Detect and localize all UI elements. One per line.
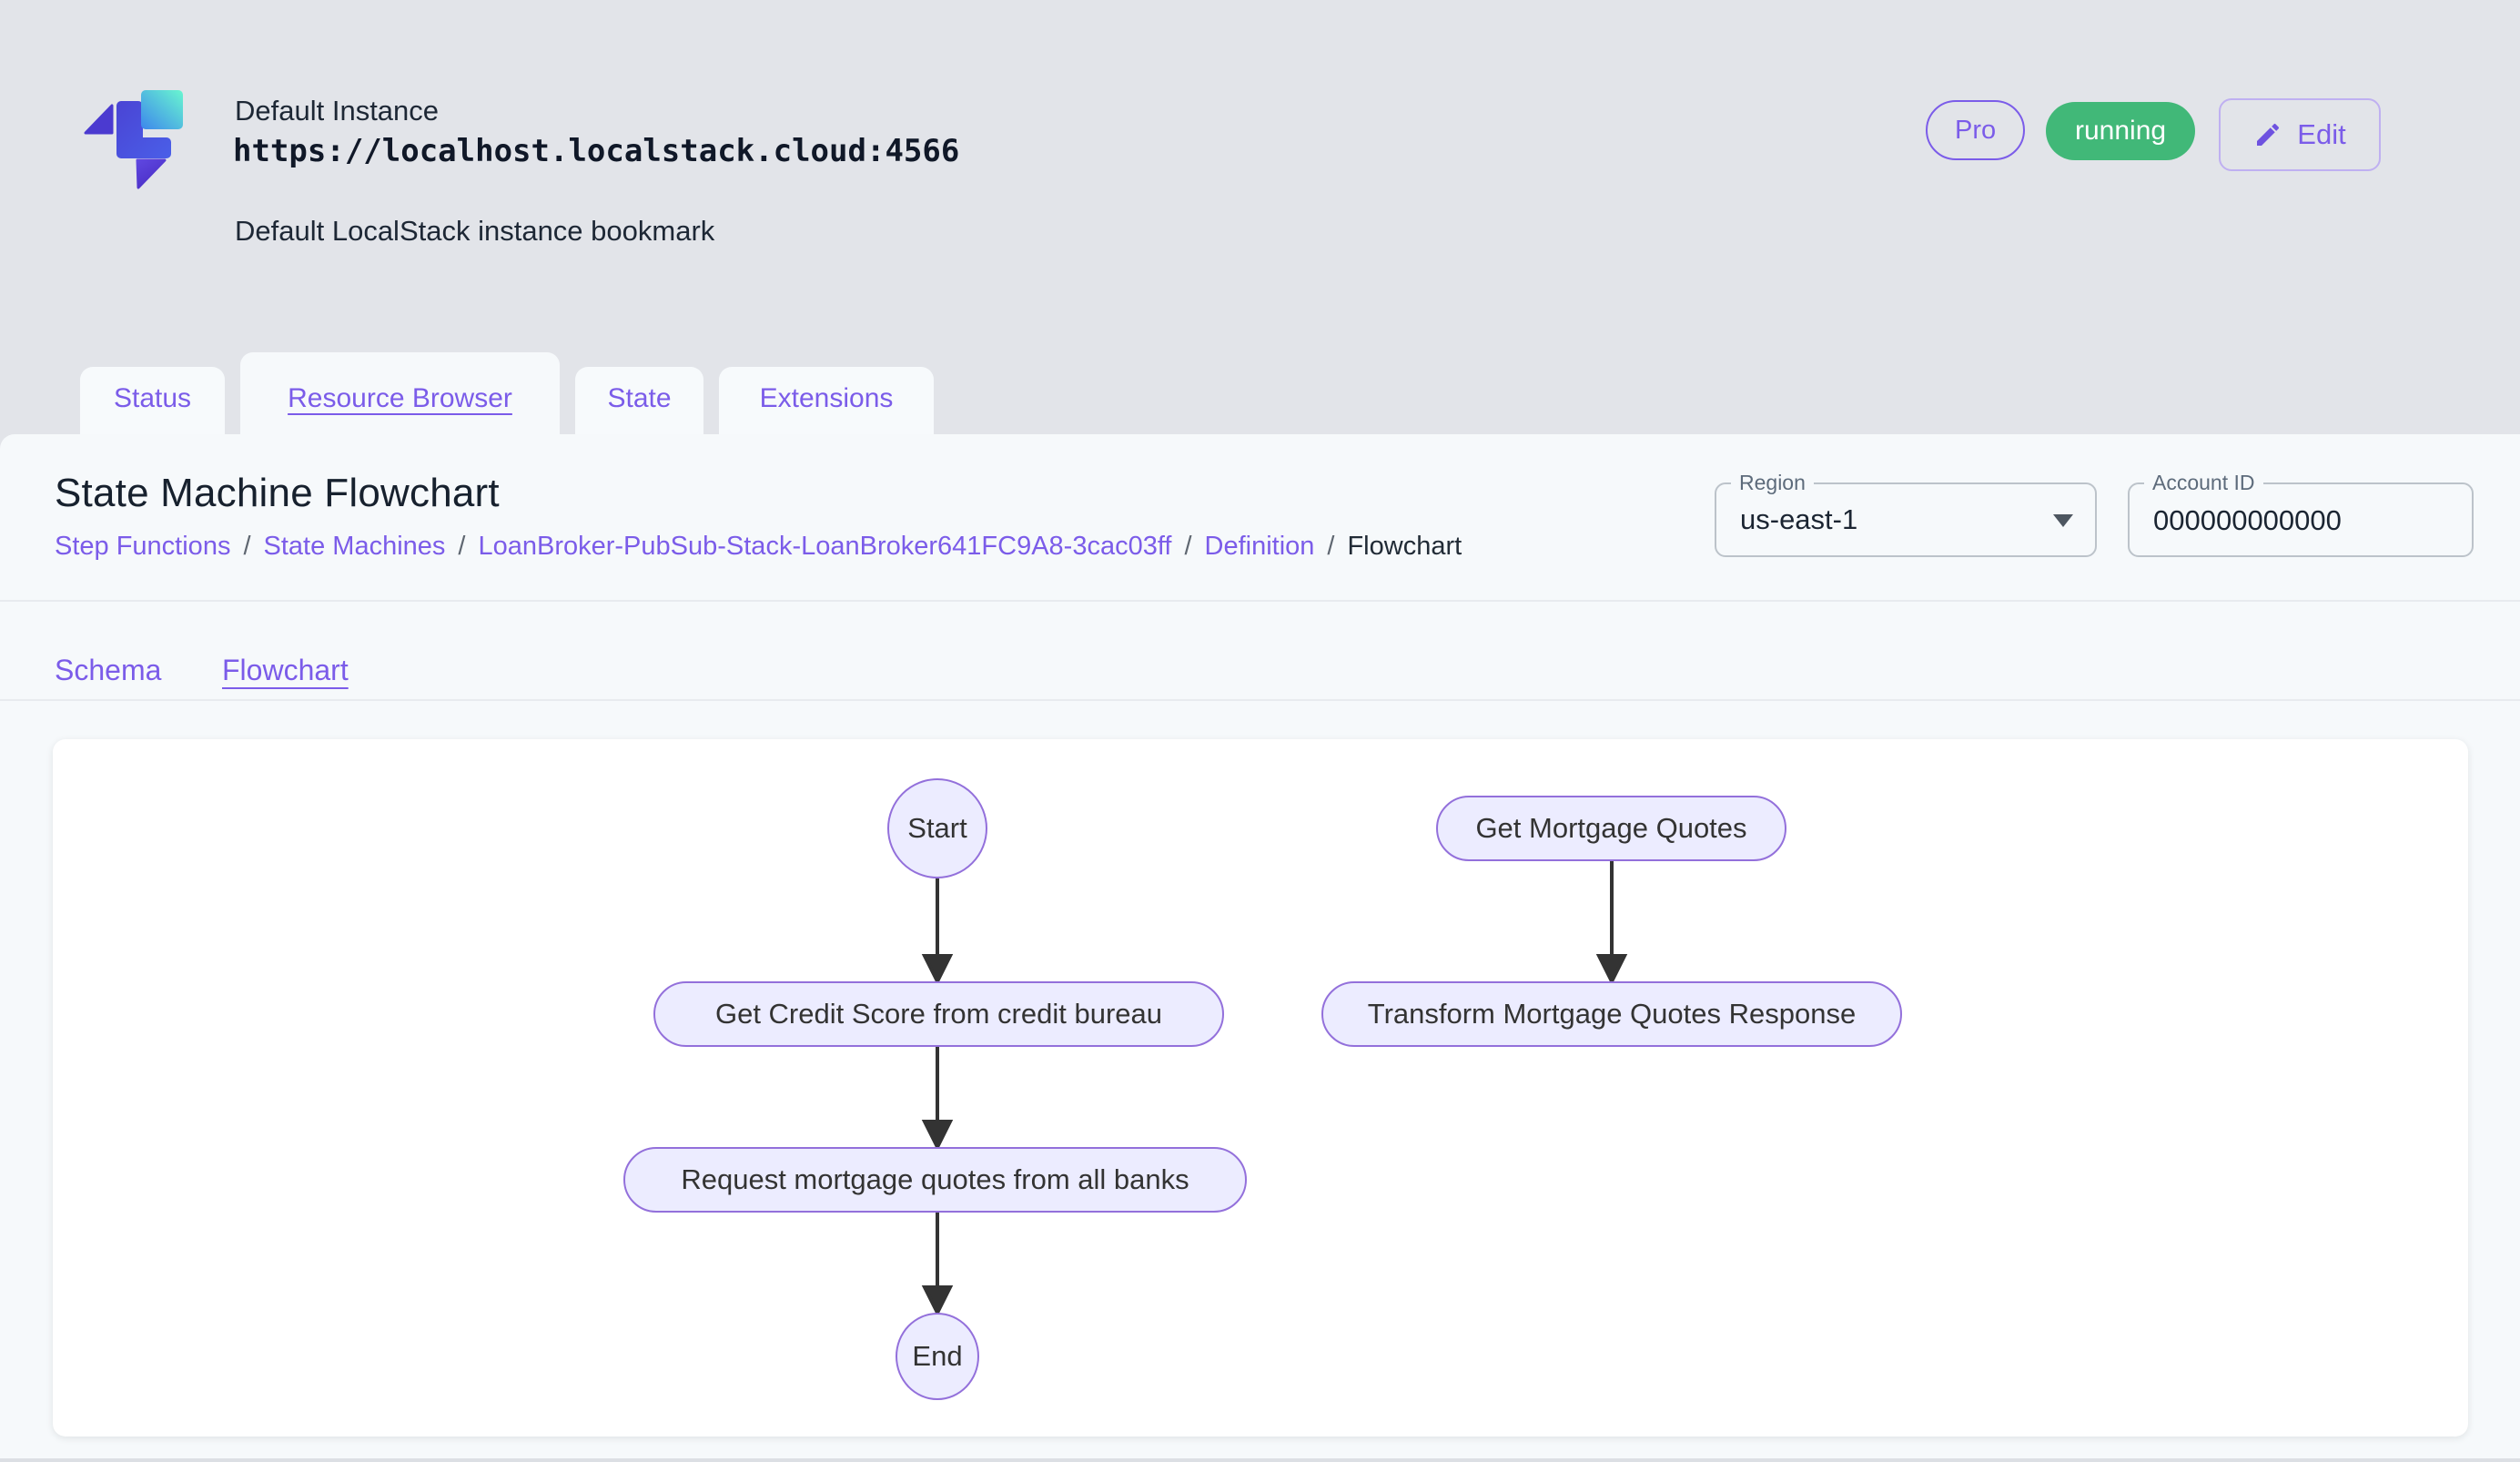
localstack-logo-icon bbox=[84, 87, 193, 200]
subtab-flowchart[interactable]: Flowchart bbox=[222, 654, 349, 686]
instance-url: https://localhost.localstack.cloud:4566 bbox=[233, 133, 960, 169]
pro-badge: Pro bbox=[1926, 100, 2026, 160]
flowchart-card: Start Get Credit Score from credit burea… bbox=[53, 739, 2468, 1437]
divider bbox=[0, 600, 2520, 602]
region-select-value: us-east-1 bbox=[1740, 503, 1858, 535]
flow-node-end: End bbox=[896, 1313, 979, 1400]
account-id-input[interactable] bbox=[2151, 492, 2446, 550]
subtab-schema[interactable]: Schema bbox=[55, 654, 162, 686]
flow-node-get-credit-score: Get Credit Score from credit bureau bbox=[653, 981, 1224, 1047]
flow-node-start: Start bbox=[887, 778, 987, 878]
tab-extensions[interactable]: Extensions bbox=[719, 367, 934, 434]
instance-description: Default LocalStack instance bookmark bbox=[235, 215, 715, 247]
breadcrumb-state-machines[interactable]: State Machines bbox=[263, 532, 446, 561]
region-select-label: Region bbox=[1731, 471, 1814, 494]
breadcrumb-flowchart: Flowchart bbox=[1347, 532, 1462, 561]
pencil-icon bbox=[2257, 123, 2280, 146]
account-id-field: Account ID bbox=[2128, 471, 2474, 557]
edit-button[interactable]: Edit bbox=[2219, 98, 2381, 171]
region-select[interactable]: Region us-east-1 bbox=[1715, 471, 2097, 557]
instance-name: Default Instance bbox=[235, 95, 440, 127]
breadcrumb-separator: / bbox=[1184, 532, 1192, 561]
divider bbox=[0, 699, 2520, 701]
breadcrumb-state-machine-name[interactable]: LoanBroker-PubSub-Stack-LoanBroker641FC9… bbox=[478, 532, 1172, 561]
tab-resource-browser[interactable]: Resource Browser bbox=[240, 352, 560, 434]
breadcrumb-separator: / bbox=[1327, 532, 1335, 561]
tab-state[interactable]: State bbox=[575, 367, 703, 434]
flow-node-transform-response: Transform Mortgage Quotes Response bbox=[1321, 981, 1902, 1047]
breadcrumb-separator: / bbox=[243, 532, 251, 561]
flowchart-edges bbox=[921, 861, 1628, 1317]
bottom-edge bbox=[0, 1458, 2520, 1462]
breadcrumb: Step Functions / State Machines / LoanBr… bbox=[55, 532, 1462, 562]
status-badge: running bbox=[2046, 102, 2196, 160]
account-id-label: Account ID bbox=[2144, 471, 2263, 494]
flow-node-get-mortgage-quotes: Get Mortgage Quotes bbox=[1436, 796, 1786, 861]
breadcrumb-definition[interactable]: Definition bbox=[1204, 532, 1315, 561]
page-title: State Machine Flowchart bbox=[55, 471, 500, 515]
breadcrumb-separator: / bbox=[458, 532, 466, 561]
tab-status[interactable]: Status bbox=[80, 367, 225, 434]
chevron-down-icon bbox=[2053, 514, 2073, 527]
edit-button-label: Edit bbox=[2297, 118, 2346, 150]
flow-node-request-quotes: Request mortgage quotes from all banks bbox=[623, 1147, 1247, 1213]
breadcrumb-step-functions[interactable]: Step Functions bbox=[55, 532, 231, 561]
